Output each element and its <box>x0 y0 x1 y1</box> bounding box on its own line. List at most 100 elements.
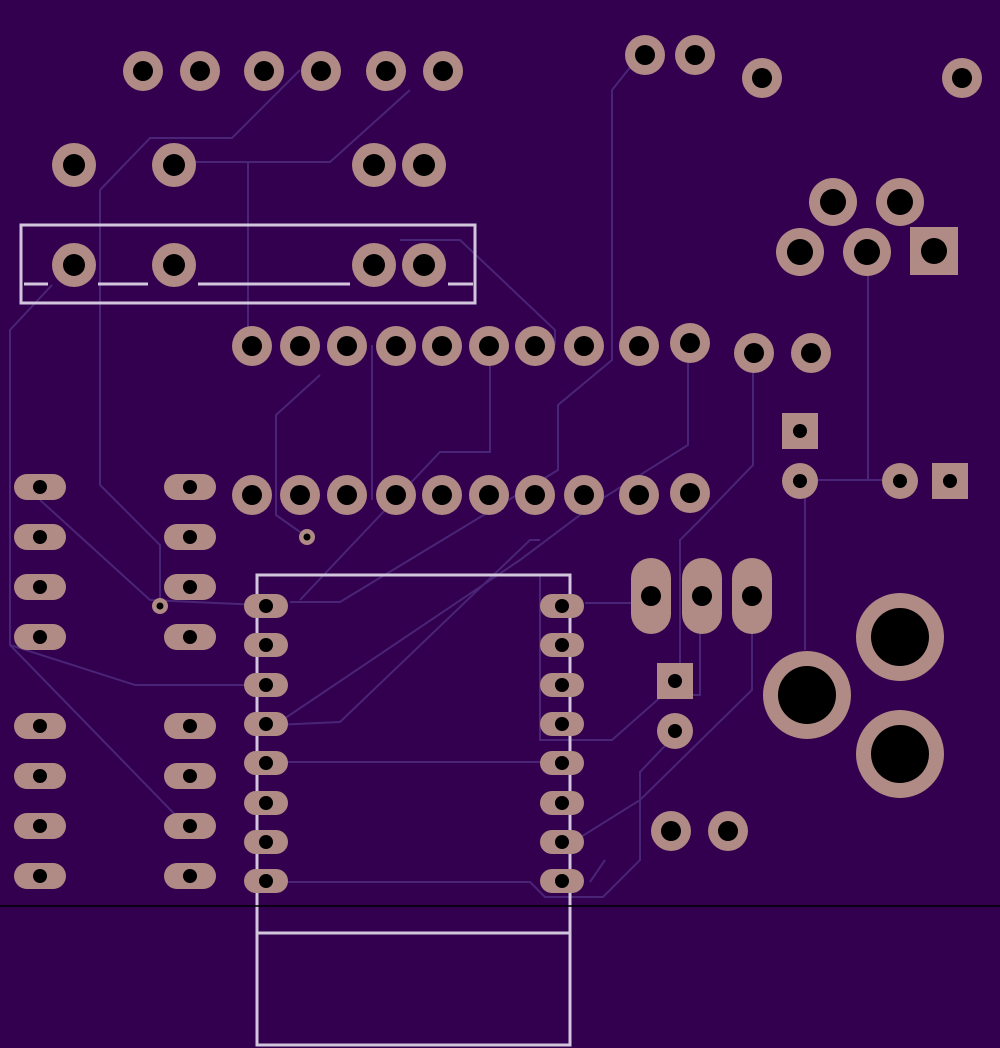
pad-drill <box>33 819 47 833</box>
trace <box>99 69 301 191</box>
pad-drill <box>33 580 47 594</box>
pad-drill <box>183 480 197 494</box>
pad-drill <box>259 874 273 888</box>
pad-drill <box>311 61 331 81</box>
trace <box>299 345 491 601</box>
pad-drill <box>183 719 197 733</box>
pad-drill <box>525 336 545 356</box>
pad-drill <box>871 725 929 783</box>
pad-drill <box>641 586 661 606</box>
pad-drill <box>555 835 569 849</box>
pads-layer <box>14 35 982 893</box>
trace <box>589 859 606 883</box>
pad-drill <box>555 717 569 731</box>
pad-drill <box>337 485 357 505</box>
pad-drill <box>871 608 929 666</box>
pad-drill <box>820 189 846 215</box>
pad-drill <box>386 336 406 356</box>
pad-drill <box>680 333 700 353</box>
pad-drill <box>692 586 712 606</box>
pad-drill <box>525 485 545 505</box>
copper-traces <box>9 54 900 898</box>
pad-drill <box>668 724 682 738</box>
pad-drill <box>183 580 197 594</box>
pad-drill <box>33 869 47 883</box>
pad-drill <box>629 336 649 356</box>
trace <box>290 90 613 603</box>
pad-drill <box>629 485 649 505</box>
pad-drill <box>943 474 957 488</box>
trace <box>99 190 161 605</box>
pad-drill <box>133 61 153 81</box>
trace <box>539 519 701 741</box>
trace <box>559 600 753 851</box>
pad-drill <box>413 154 435 176</box>
pad-drill <box>290 485 310 505</box>
pad-drill <box>63 154 85 176</box>
pad-drill <box>183 769 197 783</box>
pad-drill <box>778 666 836 724</box>
pad-drill <box>432 336 452 356</box>
pad-drill <box>921 238 947 264</box>
pad-drill <box>668 674 682 688</box>
trace <box>39 499 261 606</box>
pad-drill <box>183 630 197 644</box>
pad-drill <box>479 485 499 505</box>
pad-drill <box>555 638 569 652</box>
pad-drill <box>479 336 499 356</box>
trace <box>699 352 754 521</box>
header-outline <box>19 223 477 305</box>
pad-drill <box>555 796 569 810</box>
pad-drill <box>259 599 273 613</box>
pad-drill <box>555 599 569 613</box>
pad-drill <box>635 45 655 65</box>
via-drill <box>303 533 311 541</box>
pad-drill <box>887 189 913 215</box>
pad-drill <box>254 61 274 81</box>
pad-drill <box>680 483 700 503</box>
pad-drill <box>259 756 273 770</box>
pad-drill <box>793 424 807 438</box>
pad-drill <box>183 530 197 544</box>
pad-drill <box>744 343 764 363</box>
trace <box>270 729 681 898</box>
pad-drill <box>555 678 569 692</box>
pad-drill <box>574 485 594 505</box>
pad-drill <box>63 254 85 276</box>
pad-drill <box>718 821 738 841</box>
pad-drill <box>259 638 273 652</box>
pad-drill <box>33 480 47 494</box>
pad-drill <box>242 336 262 356</box>
pad-drill <box>752 68 772 88</box>
pad-drill <box>854 239 880 265</box>
trace <box>174 89 411 163</box>
pad-drill <box>190 61 210 81</box>
pad-drill <box>555 756 569 770</box>
pad-drill <box>33 769 47 783</box>
via-drill <box>156 602 164 610</box>
pad-drill <box>433 61 453 81</box>
pad-drill <box>33 630 47 644</box>
pad-drill <box>685 45 705 65</box>
pad-drill <box>661 821 681 841</box>
pad-drill <box>787 239 813 265</box>
pad-drill <box>33 719 47 733</box>
pad-drill <box>259 835 273 849</box>
pad-drill <box>259 796 273 810</box>
pad-drill <box>574 336 594 356</box>
pad-drill <box>952 68 972 88</box>
pad-drill <box>413 254 435 276</box>
pad-drill <box>242 485 262 505</box>
pad-drill <box>893 474 907 488</box>
pad-drill <box>363 154 385 176</box>
pad-drill <box>742 586 762 606</box>
trace <box>400 239 556 345</box>
pad-drill <box>801 343 821 363</box>
pad-drill <box>337 336 357 356</box>
pad-drill <box>163 254 185 276</box>
pad-drill <box>376 61 396 81</box>
trace <box>9 644 191 831</box>
pad-drill <box>163 154 185 176</box>
